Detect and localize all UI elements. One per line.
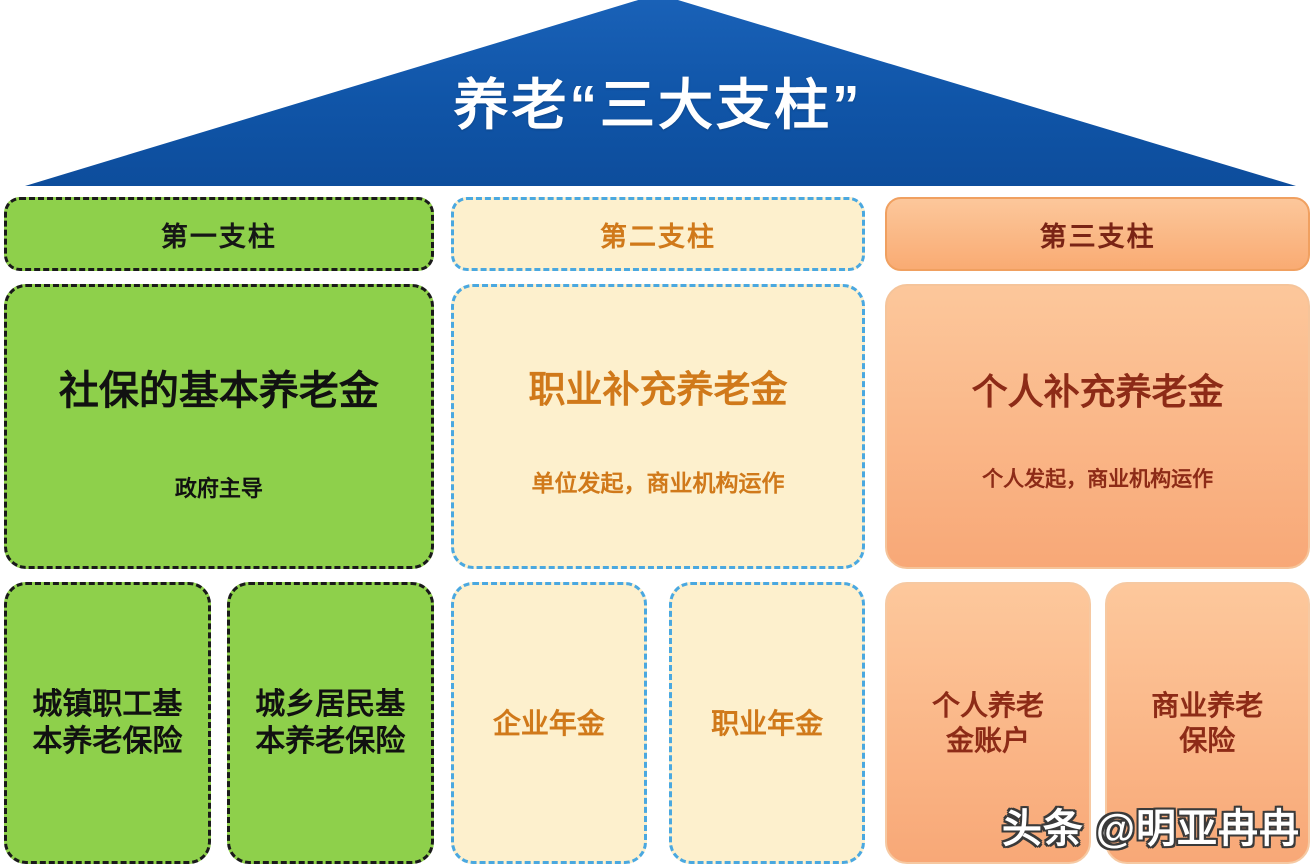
pillar-1-main-subtitle: 政府主导 [174, 476, 263, 502]
pillar-column-2: 第二支柱 职业补充养老金 单位发起，商业机构运作 企业年金 职业年金 [439, 197, 878, 868]
pillar-2-main-card[interactable]: 职业补充养老金 单位发起，商业机构运作 [450, 284, 866, 569]
pillar-1-main-card[interactable]: 社保的基本养老金 政府主导 [4, 284, 434, 569]
pillar-3-main-title: 个人补充养老金 [971, 371, 1224, 413]
pillar-3-sub-item-1[interactable]: 个人养老金账户 [885, 582, 1091, 864]
pillar-3-sub-row: 个人养老金账户 商业养老保险 [885, 582, 1310, 868]
pillar-2-main-subtitle: 单位发起，商业机构运作 [531, 469, 785, 496]
page-title: 养老“三大支柱” [453, 74, 863, 136]
pillar-column-3: 第三支柱 个人补充养老金 个人发起，商业机构运作 个人养老金账户 商业养老保险 [877, 197, 1316, 868]
pillar-1-sub-item-2[interactable]: 城乡居民基本养老保险 [226, 582, 434, 864]
pillar-3-header[interactable]: 第三支柱 [885, 197, 1310, 271]
pillar-2-header[interactable]: 第二支柱 [450, 197, 866, 271]
pillars-grid: 第一支柱 社保的基本养老金 政府主导 城镇职工基本养老保险 城乡居民基本养老保险… [0, 197, 1316, 868]
pillar-1-sub-item-1[interactable]: 城镇职工基本养老保险 [4, 582, 211, 864]
pillar-1-header[interactable]: 第一支柱 [4, 197, 434, 271]
pillar-2-sub-item-2[interactable]: 职业年金 [668, 582, 866, 864]
pillar-column-1: 第一支柱 社保的基本养老金 政府主导 城镇职工基本养老保险 城乡居民基本养老保险 [0, 197, 439, 868]
pillar-3-main-card[interactable]: 个人补充养老金 个人发起，商业机构运作 [885, 284, 1310, 569]
pillar-3-main-subtitle: 个人发起，商业机构运作 [982, 467, 1214, 491]
pillar-1-main-title: 社保的基本养老金 [58, 369, 379, 414]
pillar-2-sub-row: 企业年金 职业年金 [450, 582, 866, 868]
watermark: 头条 @明亚冉冉 [1001, 807, 1300, 851]
pillar-3-sub-item-2[interactable]: 商业养老保险 [1104, 582, 1310, 864]
pillar-2-sub-item-1[interactable]: 企业年金 [450, 582, 647, 864]
pillar-1-sub-row: 城镇职工基本养老保险 城乡居民基本养老保险 [4, 582, 434, 868]
roof-triangle: 养老“三大支柱” [0, 0, 1316, 190]
pillar-2-main-title: 职业补充养老金 [528, 369, 788, 411]
